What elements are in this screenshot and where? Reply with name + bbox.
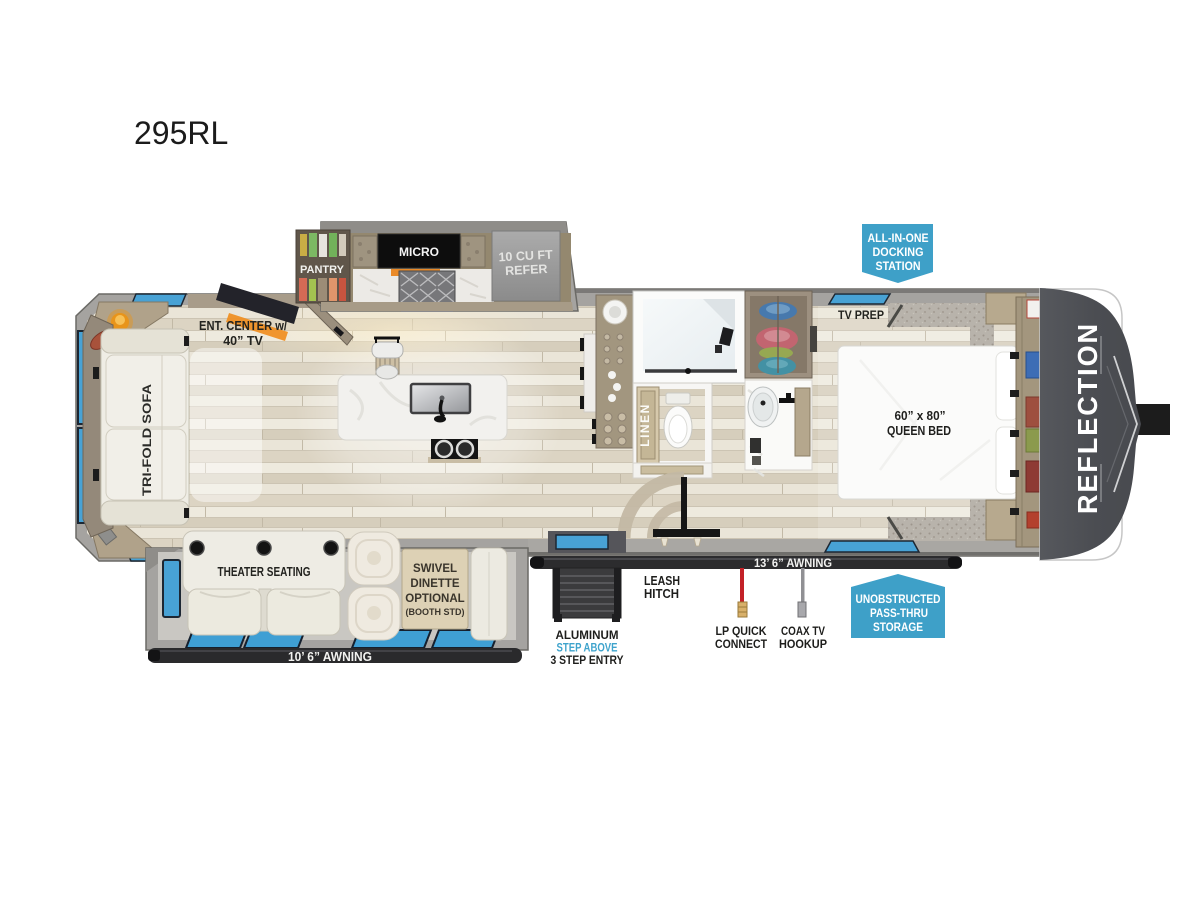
svg-text:ENT. CENTER w/: ENT. CENTER w/: [199, 319, 287, 333]
svg-text:LP QUICK: LP QUICK: [716, 624, 767, 638]
svg-text:295RL: 295RL: [134, 115, 228, 151]
svg-text:COAX TV: COAX TV: [781, 624, 825, 638]
svg-text:LEASH: LEASH: [644, 574, 680, 588]
svg-text:DINETTE: DINETTE: [410, 578, 460, 590]
svg-text:3 STEP ENTRY: 3 STEP ENTRY: [551, 653, 624, 667]
svg-text:OPTIONAL: OPTIONAL: [405, 593, 464, 605]
svg-text:10’ 6” AWNING: 10’ 6” AWNING: [288, 650, 372, 664]
svg-text:STORAGE: STORAGE: [873, 620, 923, 634]
svg-text:13’ 6” AWNING: 13’ 6” AWNING: [754, 556, 832, 570]
svg-text:DOCKING: DOCKING: [873, 245, 924, 259]
svg-text:STATION: STATION: [876, 259, 921, 273]
svg-text:QUEEN BED: QUEEN BED: [887, 423, 951, 438]
svg-text:SWIVEL: SWIVEL: [413, 563, 457, 575]
svg-text:UNOBSTRUCTED: UNOBSTRUCTED: [856, 592, 941, 606]
svg-text:HOOKUP: HOOKUP: [779, 637, 827, 651]
svg-text:HITCH: HITCH: [644, 587, 679, 601]
svg-text:TV PREP: TV PREP: [838, 308, 884, 322]
svg-text:MICRO: MICRO: [399, 245, 439, 259]
svg-text:CONNECT: CONNECT: [715, 637, 768, 651]
svg-text:REFLECTION: REFLECTION: [1072, 322, 1103, 514]
svg-text:THEATER SEATING: THEATER SEATING: [218, 565, 311, 579]
svg-text:STEP ABOVE: STEP ABOVE: [557, 641, 618, 655]
svg-text:LINEN: LINEN: [638, 403, 652, 447]
svg-text:PANTRY: PANTRY: [300, 264, 345, 276]
svg-text:(BOOTH STD): (BOOTH STD): [406, 607, 465, 617]
svg-text:PASS-THRU: PASS-THRU: [870, 606, 928, 620]
svg-text:ALL-IN-ONE: ALL-IN-ONE: [868, 231, 929, 245]
svg-text:REFER: REFER: [505, 262, 548, 278]
svg-text:10 CU FT: 10 CU FT: [498, 248, 553, 265]
svg-text:ALUMINUM: ALUMINUM: [556, 628, 619, 642]
svg-text:60” x 80”: 60” x 80”: [895, 408, 946, 423]
svg-text:40” TV: 40” TV: [223, 334, 263, 348]
svg-text:TRI-FOLD SOFA: TRI-FOLD SOFA: [140, 384, 154, 496]
